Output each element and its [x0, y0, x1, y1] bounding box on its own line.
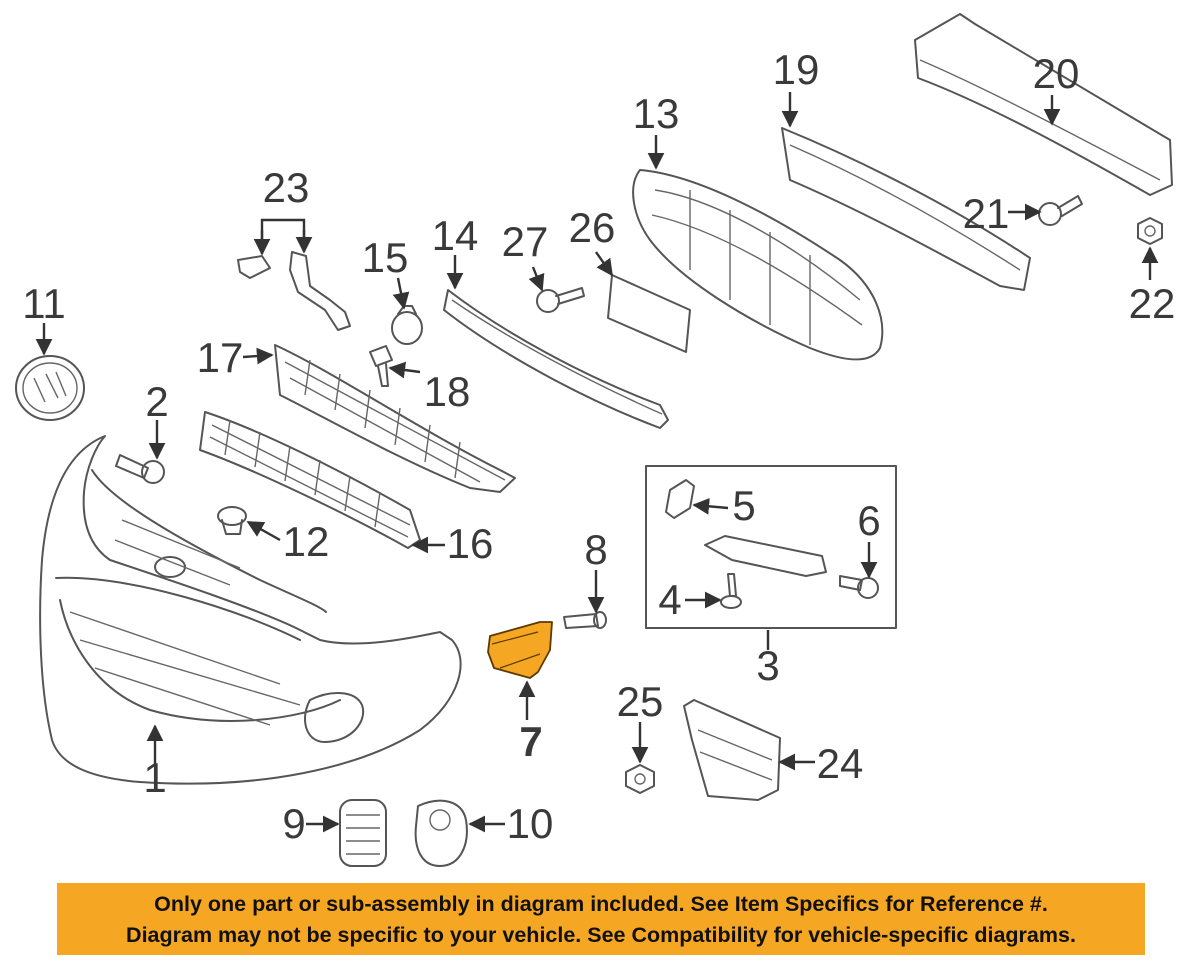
callout-26: 26	[569, 204, 616, 251]
callout-5: 5	[732, 482, 755, 529]
callout-21: 21	[963, 190, 1010, 237]
part-22-nut	[1137, 217, 1163, 245]
disclaimer-line-2: Diagram may not be specific to your vehi…	[126, 923, 1076, 947]
callout-23: 23	[263, 164, 310, 211]
part-13-radiator-grille	[632, 169, 884, 361]
part-2-bolt	[115, 454, 165, 484]
part-9-vent	[339, 799, 387, 867]
callout-16: 16	[447, 520, 494, 567]
callout-10: 10	[507, 800, 554, 847]
part-7-highlighted-bracket	[487, 621, 553, 679]
part-25-nut	[625, 764, 655, 794]
part-18-bolt	[369, 345, 393, 387]
callout-8: 8	[584, 526, 607, 573]
part-1-bumper-cover	[39, 435, 462, 785]
callout-13: 13	[633, 90, 680, 137]
part-24-module	[683, 699, 781, 801]
callout-11: 11	[22, 280, 66, 327]
part-27-bolt	[536, 287, 585, 313]
part-17-grille-bracket	[274, 344, 516, 493]
callout-20: 20	[1033, 50, 1080, 97]
callout-7: 7	[519, 718, 542, 765]
callout-17: 17	[197, 334, 244, 381]
leader-lines	[35, 92, 1159, 833]
callout-4: 4	[658, 576, 681, 623]
callout-22: 22	[1129, 280, 1176, 327]
callout-12: 12	[283, 518, 330, 565]
callout-27: 27	[502, 218, 549, 265]
part-10-fog-lamp-cover	[414, 799, 468, 867]
part-26-plate	[607, 274, 691, 353]
part-14-molding	[443, 289, 669, 429]
part-21-bolt	[1038, 195, 1083, 226]
part-23-brackets	[237, 251, 351, 331]
part-8-bolt	[563, 611, 607, 629]
callout-19: 19	[773, 46, 820, 93]
disclaimer-line-1: Only one part or sub-assembly in diagram…	[154, 892, 1048, 916]
callout-24: 24	[817, 740, 864, 787]
part-20-impact-bar	[914, 13, 1173, 196]
part-12-clip	[217, 506, 247, 535]
callout-18: 18	[424, 368, 471, 415]
callout-labels: 1 2 3 4 5 6 7 8 9 10 11 12 13 14 15 16 1…	[22, 46, 1175, 847]
callout-9: 9	[282, 800, 305, 847]
callout-2: 2	[145, 378, 168, 425]
part-15-clip	[391, 305, 423, 345]
callout-14: 14	[432, 212, 479, 259]
part-3-bracket-kit-box	[645, 465, 897, 629]
callout-15: 15	[362, 234, 409, 281]
callout-6: 6	[857, 497, 880, 544]
disclaimer-banner: Only one part or sub-assembly in diagram…	[57, 883, 1145, 955]
callout-1: 1	[143, 754, 166, 801]
part-19-energy-absorber	[781, 127, 1031, 291]
callout-3: 3	[756, 642, 779, 689]
part-11-emblem	[15, 355, 85, 421]
callout-25: 25	[617, 678, 664, 725]
